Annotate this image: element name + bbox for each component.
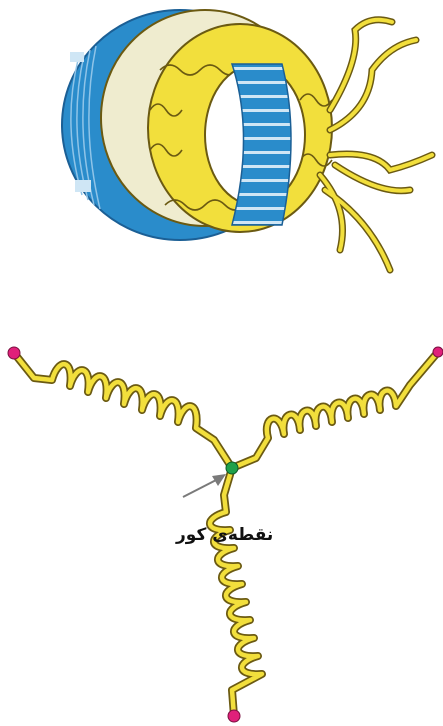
star-connection: نقطه‌ی کور bbox=[8, 347, 443, 722]
core-notch bbox=[75, 180, 91, 192]
neutral-pointer-arrow bbox=[183, 474, 226, 497]
core-notch bbox=[70, 52, 84, 62]
lead-wires-fill bbox=[320, 20, 432, 270]
terminal-right bbox=[433, 347, 443, 357]
lead-wires bbox=[320, 20, 432, 270]
neutral-point-label: نقطه‌ی کور bbox=[175, 525, 273, 545]
terminal-bottom bbox=[228, 710, 240, 722]
stator-illustration bbox=[62, 10, 432, 270]
terminal-left bbox=[8, 347, 20, 359]
bottom-coil bbox=[210, 468, 262, 716]
left-coil-outline bbox=[14, 353, 232, 468]
neutral-point bbox=[226, 462, 238, 474]
